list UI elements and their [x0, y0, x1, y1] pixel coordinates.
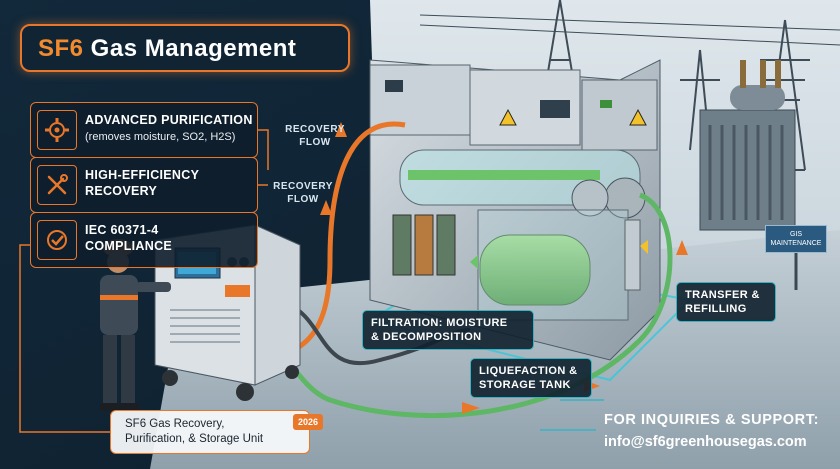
feature-title: ADVANCED PURIFICATION [85, 113, 253, 127]
liquefaction-callout: LIQUEFACTION & STORAGE TANK [470, 358, 592, 398]
main-processing-unit [369, 59, 661, 361]
connector-line [258, 129, 269, 170]
gis-maintenance-sign: GIS MAINTENANCE [765, 225, 827, 253]
contact-heading: FOR INQUIRIES & SUPPORT: [604, 412, 819, 428]
recovery-flow-label: RECOVERY FLOW [285, 124, 345, 148]
transfer-arrow [676, 240, 688, 255]
flow-arrow [462, 402, 480, 414]
feature-iec-compliance: IEC 60371-4 COMPLIANCE [30, 212, 258, 268]
green-hose [248, 192, 673, 419]
feature-title-line2: RECOVERY [85, 184, 158, 198]
feature-title-line2: COMPLIANCE [85, 239, 173, 253]
transfer-callout: TRANSFER & REFILLING [676, 282, 776, 322]
connector-line [540, 399, 604, 431]
feature-advanced-purification: ADVANCED PURIFICATION (removes moisture,… [30, 102, 258, 158]
feature-title: IEC 60371-4 [85, 223, 159, 237]
recovery-flow-label: RECOVERY FLOW [273, 181, 333, 205]
shield-check-gear-icon [37, 220, 77, 260]
year-badge: 2026 [293, 414, 323, 430]
transmission-towers [419, 0, 840, 171]
filtration-callout: FILTRATION: MOISTURE & DECOMPOSITION [362, 310, 534, 350]
recovery-arrow [320, 200, 332, 215]
connector-line [19, 244, 110, 433]
recovery-arrow [335, 122, 347, 137]
tools-wrench-icon [37, 165, 77, 205]
feature-title: HIGH-EFFICIENCY [85, 168, 200, 182]
contact-block: FOR INQUIRIES & SUPPORT: info@sf6greenho… [604, 412, 834, 450]
gear-settings-icon [37, 110, 77, 150]
transformer [699, 60, 796, 231]
title-banner: SF6 Gas Management [20, 24, 350, 72]
feature-high-efficiency-recovery: HIGH-EFFICIENCY RECOVERY [30, 157, 258, 213]
unit-caption: SF6 Gas Recovery, Purification, & Storag… [110, 410, 310, 454]
contact-email[interactable]: info@sf6greenhousegas.com [604, 434, 807, 450]
page-title: SF6 Gas Management [38, 35, 297, 62]
feature-subtitle: (removes moisture, SO2, H2S) [85, 131, 236, 143]
